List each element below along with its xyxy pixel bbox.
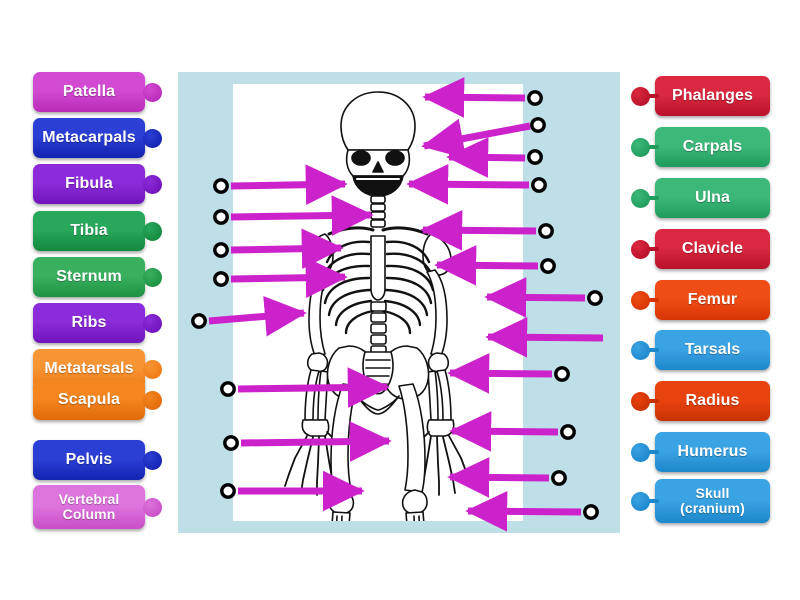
label-connector-knob[interactable] [631,291,650,310]
label-chip-text: Tibia [70,221,108,239]
label-chip-metacarpals[interactable]: Metacarpals [33,118,145,158]
drop-target-right-7[interactable] [554,366,570,382]
label-connector-knob[interactable] [631,492,650,511]
label-chip-tarsals[interactable]: Tarsals [655,330,770,370]
pointer-arrow-right-2 [446,137,526,178]
label-chip-tibia[interactable]: Tibia [33,211,145,251]
drop-target-right-6[interactable] [587,290,603,306]
pointer-arrow-right-4 [420,210,537,251]
pointer-arrow-right-3 [406,164,530,205]
label-chip-patella[interactable]: Patella [33,72,145,112]
pointer-arrow-right-9 [449,411,559,452]
drop-target-left-2[interactable] [213,242,229,258]
label-chip-text: Femur [687,290,738,308]
label-connector-knob[interactable] [631,392,650,411]
drop-target-right-3[interactable] [531,177,547,193]
label-connector-knob[interactable] [143,391,162,410]
pointer-arrow-right-11 [465,491,582,532]
label-chip-text: Clavicle [681,239,744,257]
label-chip-skull-cranium[interactable]: Skull(cranium) [655,479,770,523]
label-chip-text: Sternum [56,267,122,285]
pointer-arrow-right-1 [421,118,531,159]
label-chip-ribs[interactable]: Ribs [33,303,145,343]
label-chip-text: Pelvis [65,450,113,468]
label-chip-text: Fibula [65,174,113,192]
label-connector-knob[interactable] [143,83,162,102]
label-connector-knob[interactable] [631,443,650,462]
label-chip-text: Scapula [57,390,121,408]
drop-target-left-4[interactable] [191,313,207,329]
label-chip-phalanges[interactable]: Phalanges [655,76,770,116]
label-connector-knob[interactable] [631,138,650,157]
drop-target-left-6[interactable] [223,435,239,451]
label-chip-text: Carpals [682,137,743,155]
label-chip-pelvis[interactable]: Pelvis [33,440,145,480]
connector-arrows [208,77,604,532]
pointer-arrow-left-0 [230,164,348,205]
drop-target-right-9[interactable] [551,470,567,486]
label-chip-text: Humerus [677,442,748,460]
pointer-arrow-left-3 [230,257,348,298]
label-connector-knob[interactable] [143,451,162,470]
drop-target-right-10[interactable] [583,504,599,520]
drop-target-right-8[interactable] [560,424,576,440]
label-chip-text: Metacarpals [42,128,136,146]
label-connector-knob[interactable] [631,240,650,259]
drop-target-right-2[interactable] [527,149,543,165]
pointer-arrow-right-6 [484,277,586,318]
pointer-arrow-right-8 [447,353,553,394]
label-chip-text: Metatarsals [44,359,134,377]
pointer-arrow-left-4 [208,296,307,337]
label-chip-radius[interactable]: Radius [655,381,770,421]
label-connector-knob[interactable] [143,268,162,287]
label-chip-text: Radius [685,391,740,409]
drop-target-right-0[interactable] [527,90,543,106]
label-chip-text: Phalanges [672,86,753,104]
drop-target-left-7[interactable] [220,483,236,499]
pointer-arrow-left-2 [230,228,344,270]
drop-target-right-4[interactable] [538,223,554,239]
label-connector-knob[interactable] [631,341,650,360]
label-connector-knob[interactable] [143,360,162,379]
label-chip-clavicle[interactable]: Clavicle [655,229,770,269]
drop-target-left-1[interactable] [213,209,229,225]
pointer-arrow-left-1 [230,195,374,236]
label-connector-knob[interactable] [143,129,162,148]
pointer-arrow-left-6 [240,421,392,462]
drop-target-right-1[interactable] [530,117,546,133]
drop-target-right-5[interactable] [540,258,556,274]
label-connector-knob[interactable] [143,498,162,517]
label-connector-knob[interactable] [143,314,162,333]
label-connector-knob[interactable] [631,87,650,106]
label-chip-text: Ulna [694,188,731,206]
label-connector-knob[interactable] [631,189,650,208]
drop-target-left-5[interactable] [220,381,236,397]
pointer-arrow-right-10 [447,457,550,498]
label-chip-carpals[interactable]: Carpals [655,127,770,167]
label-chip-text: Tarsals [684,340,741,358]
label-chip-sternum[interactable]: Sternum [33,257,145,297]
label-chip-text: Ribs [71,313,107,331]
label-connector-knob[interactable] [143,175,162,194]
label-chip-text: Patella [62,82,116,100]
drop-target-left-3[interactable] [213,271,229,287]
label-connector-knob[interactable] [143,222,162,241]
pointer-arrow-right-0 [422,77,526,118]
label-chip-text: Skull(cranium) [680,485,745,516]
pointer-arrow-left-5 [237,367,390,408]
label-chip-femur[interactable]: Femur [655,280,770,320]
label-chip-humerus[interactable]: Humerus [655,432,770,472]
label-chip-fibula[interactable]: Fibula [33,164,145,204]
pointer-arrow-right-7 [485,317,604,358]
drop-target-circles [191,90,603,520]
label-chip-scapula[interactable]: Scapula [33,380,145,420]
label-chip-ulna[interactable]: Ulna [655,178,770,218]
drop-target-left-0[interactable] [213,178,229,194]
pointer-arrow-right-5 [434,245,539,286]
